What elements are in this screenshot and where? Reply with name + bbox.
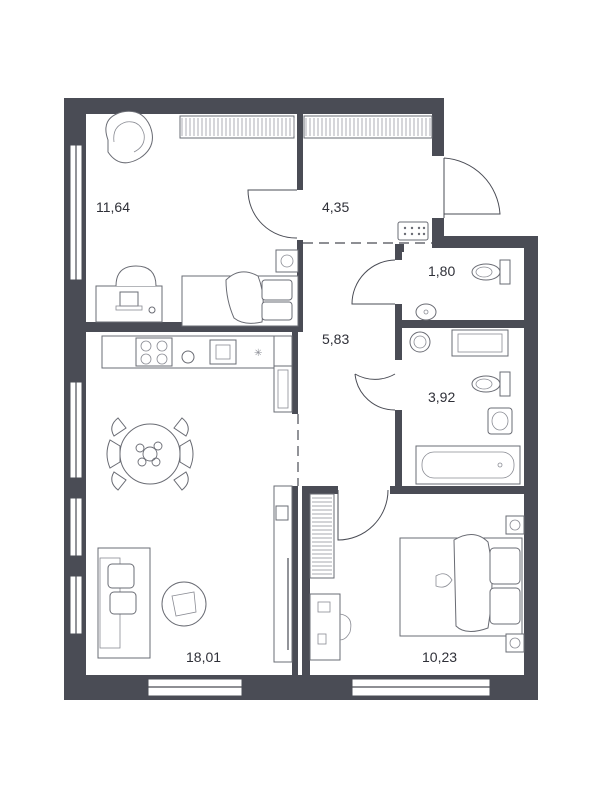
- hall-keypad-dots: [403, 226, 426, 236]
- washing-machine: [409, 331, 431, 353]
- area-label-toilet: 1,80: [428, 263, 455, 279]
- nightstand-bedroom-2-bottom: [505, 633, 525, 653]
- toilet-bathroom: [471, 371, 511, 397]
- windows-left: [69, 144, 83, 635]
- coffee-table: [161, 581, 207, 627]
- wardrobe-bedroom-2: [309, 493, 335, 579]
- area-label-corridor: 5,83: [322, 331, 349, 347]
- area-label-living-kitchen: 18,01: [186, 649, 221, 665]
- sink-toilet: [415, 303, 437, 321]
- area-label-bedroom-1: 11,64: [96, 199, 130, 215]
- area-label-hall: 4,35: [322, 199, 349, 215]
- windows-bottom: [147, 678, 491, 697]
- tv-stand: [273, 485, 293, 663]
- sofa: [97, 547, 151, 659]
- bed-bedroom-1: [181, 271, 299, 327]
- toilet-wc: [471, 259, 511, 285]
- armchair: [105, 110, 153, 164]
- nightstand-bedroom-2-top: [505, 515, 525, 535]
- desk-bedroom-2: [309, 593, 352, 661]
- area-label-bathroom: 3,92: [428, 389, 455, 405]
- wardrobe-bedroom-2-hatching: [312, 497, 332, 575]
- sink-bathroom: [487, 407, 513, 435]
- svg-text:✳: ✳: [254, 348, 262, 359]
- bathtub: [415, 445, 521, 485]
- flower-vase: [135, 441, 163, 467]
- bed-bedroom-2: [399, 534, 523, 637]
- wardrobe-top: [179, 115, 433, 139]
- kitchen-counter: ✳: [101, 335, 293, 413]
- area-label-bedroom-2: 10,23: [422, 649, 457, 665]
- interior-walls: [86, 114, 530, 676]
- dining-table: [106, 417, 194, 491]
- desk-bedroom-1: [95, 265, 163, 323]
- wardrobe-hatching: [181, 118, 431, 136]
- hall-keypad: [397, 221, 429, 241]
- doors: [247, 157, 501, 541]
- nightstand-bedroom-1: [275, 249, 299, 273]
- bathroom-cabinet: [451, 329, 509, 357]
